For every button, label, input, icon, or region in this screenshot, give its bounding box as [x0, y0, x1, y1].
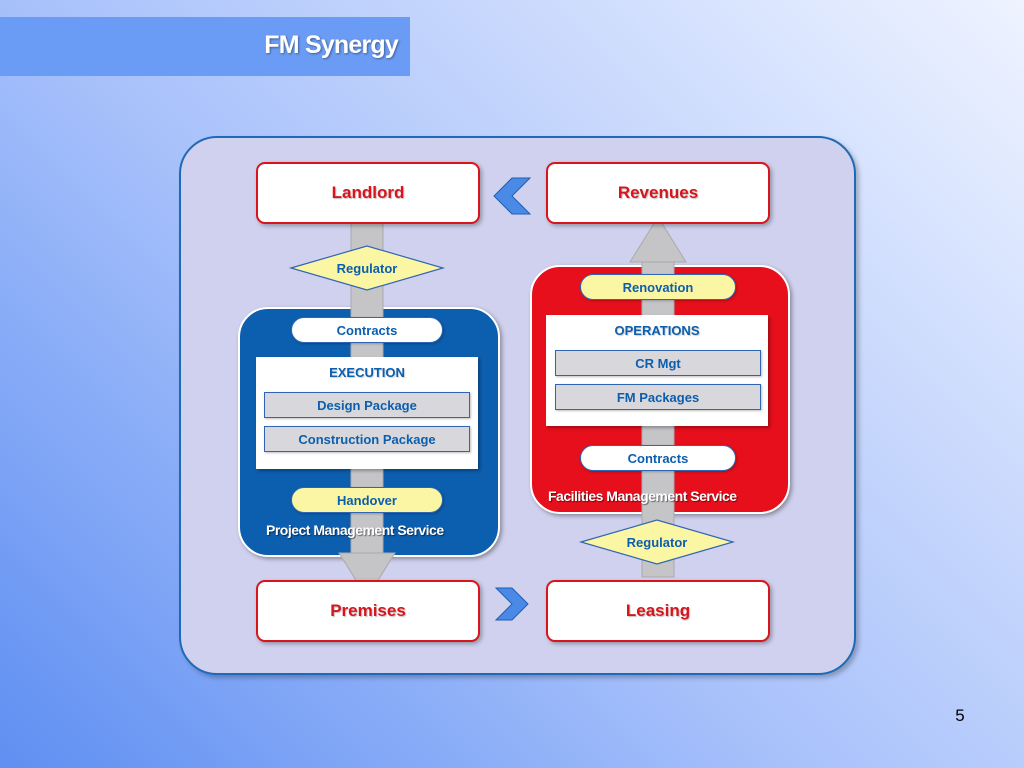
chevron-left-icon [493, 177, 532, 215]
leasing-box: Leasing [546, 580, 770, 642]
execution-title: EXECUTION [329, 365, 405, 380]
handover-pill: Handover [291, 487, 443, 513]
fm-packages-item: FM Packages [555, 384, 761, 410]
construction-package-item: Construction Package [264, 426, 470, 452]
premises-box: Premises [256, 580, 480, 642]
fm-contracts-pill: Contracts [580, 445, 736, 471]
design-package-label: Design Package [317, 397, 417, 413]
chevron-right-icon [494, 587, 529, 621]
premises-label: Premises [330, 601, 406, 620]
pm-service-label: Project Management Service [266, 522, 444, 538]
regulator-diamond-pm [288, 245, 446, 291]
revenues-box: Revenues [546, 162, 770, 224]
cr-mgt-label: CR Mgt [635, 355, 681, 371]
regulator-diamond-fm [578, 519, 736, 565]
execution-box: EXECUTION Design Package Construction Pa… [256, 357, 478, 469]
slide-title: FM Synergy [264, 31, 399, 59]
renovation-pill: Renovation [580, 274, 736, 300]
fm-contracts-label: Contracts [627, 450, 689, 466]
page-number: 5 [955, 706, 965, 725]
pm-contracts-pill: Contracts [291, 317, 443, 343]
cr-mgt-item: CR Mgt [555, 350, 761, 376]
pm-regulator-label: Regulator [336, 261, 398, 276]
operations-title: OPERATIONS [614, 323, 700, 338]
leasing-label: Leasing [625, 601, 691, 620]
operations-box: OPERATIONS CR Mgt FM Packages [546, 315, 768, 426]
pm-contracts-label: Contracts [336, 322, 398, 338]
revenues-label: Revenues [617, 183, 699, 202]
fm-packages-label: FM Packages [616, 389, 700, 405]
fm-regulator-label: Regulator [626, 535, 688, 550]
renovation-label: Renovation [622, 279, 694, 295]
construction-package-label: Construction Package [298, 431, 436, 447]
fm-service-label: Facilities Management Service [548, 488, 737, 504]
title-bar: FM Synergy [0, 17, 410, 76]
landlord-box: Landlord [256, 162, 480, 224]
design-package-item: Design Package [264, 392, 470, 418]
handover-label: Handover [337, 492, 397, 508]
landlord-label: Landlord [331, 183, 405, 202]
